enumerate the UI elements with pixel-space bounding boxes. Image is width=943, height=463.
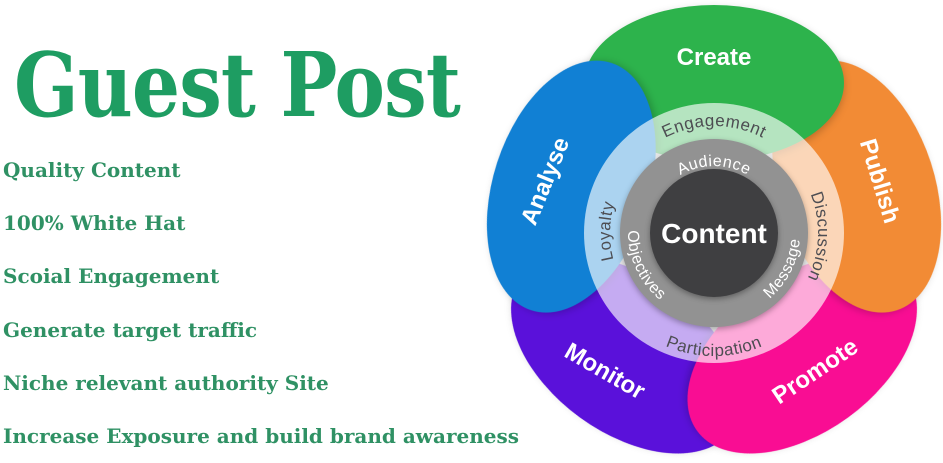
feature-item-quality-content: Quality Content xyxy=(3,158,181,182)
feature-item-authority-site: Niche relevant authority Site xyxy=(3,370,329,395)
guest-post-infographic: Guest Post Quality Content 100% White Ha… xyxy=(3,5,943,454)
content-cycle-diagram: Engagement Discussion Participation Loya… xyxy=(480,5,943,454)
center-label: Content xyxy=(661,218,767,249)
feature-item-social-engagement: Scoial Engagement xyxy=(3,264,220,289)
petal-label-create: Create xyxy=(677,44,752,71)
center-circle xyxy=(650,169,778,297)
feature-item-white-hat: 100% White Hat xyxy=(3,211,186,236)
page-title: Guest Post xyxy=(14,32,461,137)
feature-item-brand-awareness: Increase Exposure and build brand awaren… xyxy=(3,424,520,449)
feature-list: Quality Content 100% White Hat Scoial En… xyxy=(3,144,519,463)
feature-item-target-traffic: Generate target traffic xyxy=(3,317,258,342)
